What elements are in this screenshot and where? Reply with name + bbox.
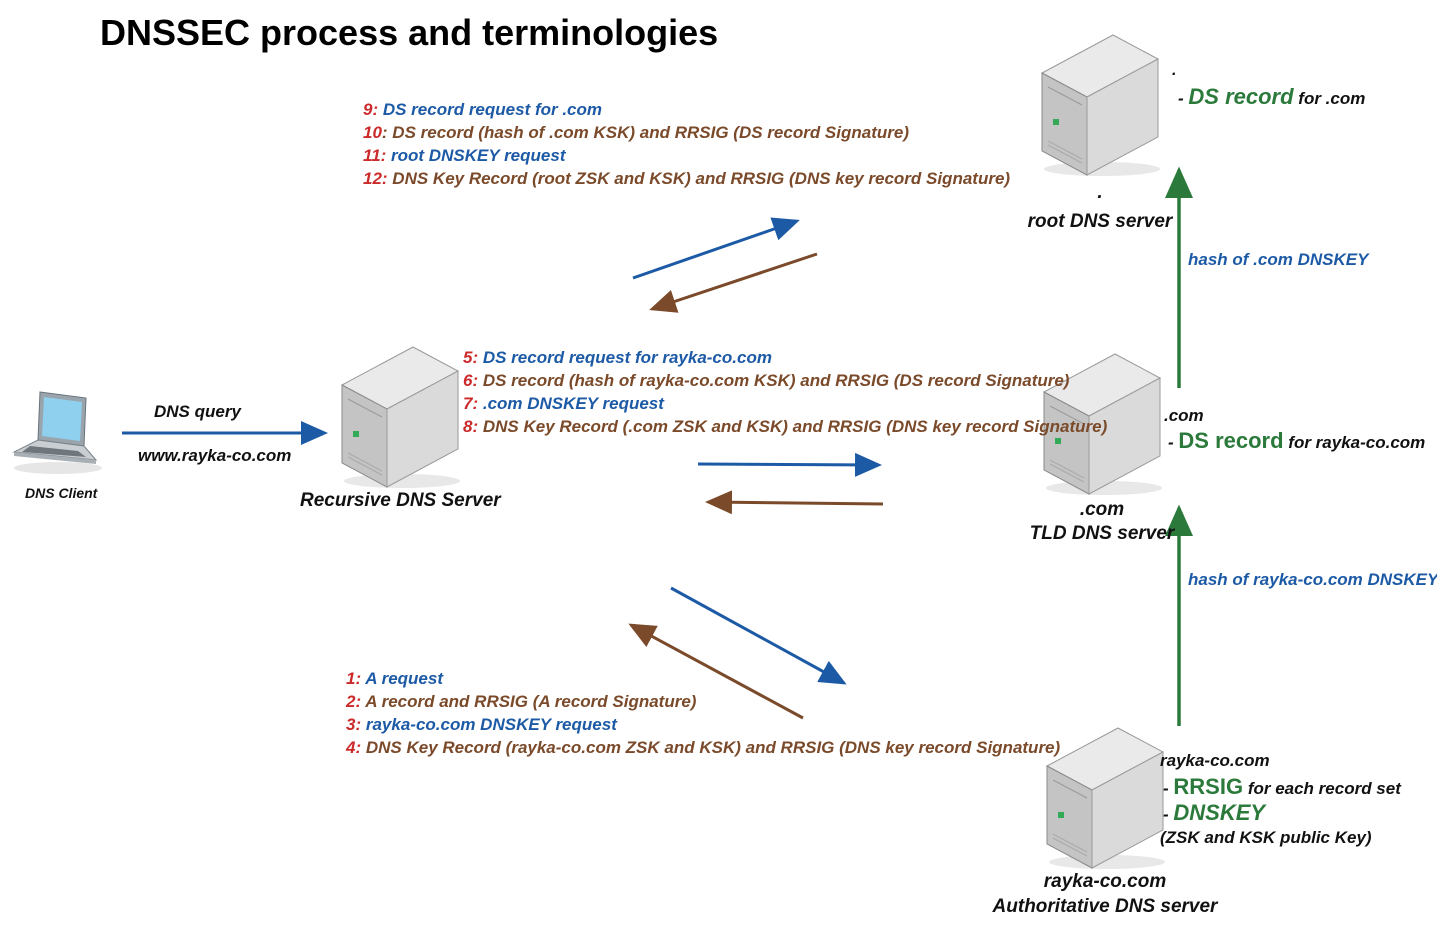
auth-label: Authoritative DNS server bbox=[992, 896, 1218, 917]
step-text: DS record request for .com bbox=[378, 100, 603, 119]
steps-tld: 5: DS record request for rayka-co.com 6:… bbox=[463, 346, 1107, 438]
step-3: 3: rayka-co.com DNSKEY request bbox=[346, 713, 1060, 736]
client-label: DNS Client bbox=[25, 485, 98, 501]
step-text: DS record request for rayka-co.com bbox=[478, 348, 772, 367]
step-text: A request bbox=[361, 669, 443, 688]
step-text: DS record (hash of rayka-co.com KSK) and… bbox=[478, 371, 1070, 390]
root-label: root DNS server bbox=[1027, 211, 1173, 232]
tld-ds-suffix: for rayka-co.com bbox=[1288, 433, 1426, 452]
tld-name: .com bbox=[1079, 499, 1125, 520]
auth-dnskey-prefix: - bbox=[1163, 805, 1174, 824]
steps-root: 9: DS record request for .com 10: DS rec… bbox=[363, 98, 1010, 190]
step-text: .com DNSKEY request bbox=[478, 394, 664, 413]
step-10: 10: DS record (hash of .com KSK) and RRS… bbox=[363, 121, 1010, 144]
step-num: 4: bbox=[346, 738, 362, 757]
arrow-to-auth bbox=[670, 586, 847, 685]
auth-dnskey: DNSKEY bbox=[1173, 800, 1266, 825]
step-num: 10 bbox=[363, 123, 382, 142]
root-hash-label: hash of .com DNSKEY bbox=[1188, 250, 1369, 269]
step-text: : DS record (hash of .com KSK) and RRSIG… bbox=[381, 123, 909, 142]
step-1: 1: A request bbox=[346, 667, 1060, 690]
arrow-from-auth bbox=[628, 623, 804, 720]
step-12: 12: DNS Key Record (root ZSK and KSK) an… bbox=[363, 167, 1010, 190]
step-num: 12: bbox=[363, 169, 388, 188]
root-ds-record: DS record bbox=[1188, 84, 1294, 109]
auth-server-icon bbox=[1045, 727, 1165, 869]
recursive-server-icon bbox=[340, 346, 460, 488]
step-text: A record and RRSIG (A record Signature) bbox=[361, 692, 697, 711]
step-num: 7: bbox=[463, 394, 479, 413]
auth-zone: rayka-co.com bbox=[1160, 751, 1270, 770]
arrow-to-tld bbox=[697, 452, 882, 477]
tld-ds-record: DS record bbox=[1178, 428, 1284, 453]
step-num: 9: bbox=[363, 100, 379, 119]
root-top-dot: . bbox=[1172, 62, 1177, 79]
auth-rrsig-line: - RRSIG for each record set bbox=[1163, 774, 1401, 800]
steps-auth: 1: A request 2: A record and RRSIG (A re… bbox=[346, 667, 1060, 759]
root-ds-suffix: for .com bbox=[1298, 89, 1366, 108]
step-text: DNS Key Record (rayka-co.com ZSK and KSK… bbox=[361, 738, 1061, 757]
step-num: 8: bbox=[463, 417, 479, 436]
auth-rrsig-suffix: for each record set bbox=[1247, 779, 1401, 798]
arrow-from-root bbox=[649, 252, 818, 313]
root-ds-prefix: - bbox=[1178, 89, 1189, 108]
step-4: 4: DNS Key Record (rayka-co.com ZSK and … bbox=[346, 736, 1060, 759]
page-title: DNSSEC process and terminologies bbox=[100, 12, 719, 53]
step-num: 5: bbox=[463, 348, 479, 367]
step-num: 11: bbox=[363, 146, 387, 165]
auth-rrsig: RRSIG bbox=[1173, 774, 1244, 799]
step-2: 2: A record and RRSIG (A record Signatur… bbox=[346, 690, 1060, 713]
arrow-from-tld bbox=[705, 490, 884, 515]
laptop-icon bbox=[12, 391, 102, 474]
step-text: DNS Key Record (root ZSK and KSK) and RR… bbox=[387, 169, 1011, 188]
tld-zone: .com bbox=[1164, 406, 1204, 425]
root-server-icon bbox=[1040, 34, 1160, 176]
tld-hash-label: hash of rayka-co.com DNSKEY bbox=[1188, 570, 1437, 589]
tld-label: TLD DNS server bbox=[1029, 523, 1175, 544]
dns-query-domain: www.rayka-co.com bbox=[138, 446, 292, 465]
step-11: 11: root DNSKEY request bbox=[363, 144, 1010, 167]
step-text: rayka-co.com DNSKEY request bbox=[361, 715, 617, 734]
recursive-label: Recursive DNS Server bbox=[300, 490, 501, 511]
tld-ds-prefix: - bbox=[1168, 433, 1179, 452]
root-ds-line: - DS record for .com bbox=[1178, 84, 1365, 110]
step-text: root DNSKEY request bbox=[386, 146, 566, 165]
dns-query-label: DNS query bbox=[154, 402, 241, 421]
step-num: 6: bbox=[463, 371, 479, 390]
auth-rrsig-prefix: - bbox=[1163, 779, 1174, 798]
step-6: 6: DS record (hash of rayka-co.com KSK) … bbox=[463, 369, 1107, 392]
step-num: 2: bbox=[346, 692, 362, 711]
step-num: 3: bbox=[346, 715, 362, 734]
step-text: DNS Key Record (.com ZSK and KSK) and RR… bbox=[478, 417, 1108, 436]
step-7: 7: .com DNSKEY request bbox=[463, 392, 1107, 415]
auth-dnskey-line: - DNSKEY bbox=[1163, 800, 1265, 826]
step-num: 1: bbox=[346, 669, 362, 688]
step-5: 5: DS record request for rayka-co.com bbox=[463, 346, 1107, 369]
auth-name: rayka-co.com bbox=[1043, 871, 1167, 892]
step-9: 9: DS record request for .com bbox=[363, 98, 1010, 121]
auth-dnskey-note: (ZSK and KSK public Key) bbox=[1160, 828, 1372, 847]
root-dot: . bbox=[1097, 182, 1103, 203]
tld-ds-line: - DS record for rayka-co.com bbox=[1168, 428, 1425, 454]
step-8: 8: DNS Key Record (.com ZSK and KSK) and… bbox=[463, 415, 1107, 438]
tld-server-icon bbox=[1042, 353, 1162, 495]
arrow-to-root bbox=[632, 217, 800, 280]
